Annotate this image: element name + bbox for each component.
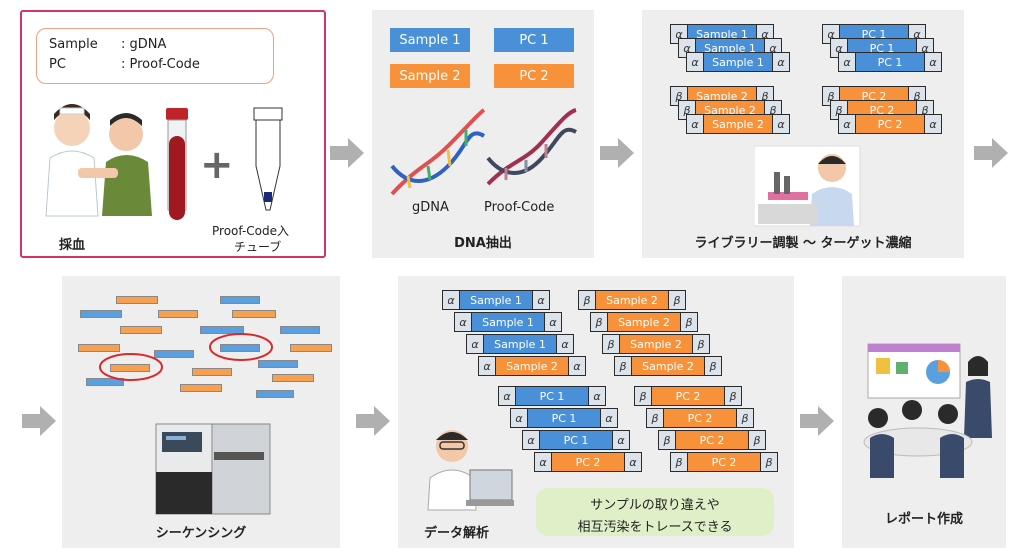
read-fragment [80, 310, 122, 318]
read-fragment [290, 344, 332, 352]
arrow-right-icon [974, 138, 1008, 168]
read-fragment [272, 374, 314, 382]
step-report-panel: レポート作成 [842, 276, 1006, 548]
trace-note-box: サンプルの取り違えや 相互汚染をトレースできる [536, 488, 774, 536]
tube-label-2: チューブ [234, 240, 282, 254]
read-fragment [158, 310, 198, 318]
sample-info-box: Sample : gDNA PC : Proof-Code [36, 28, 274, 84]
read-fragment [220, 296, 260, 304]
blood-draw-illustration [45, 104, 152, 217]
chip-sample-2: Sample 2 [390, 64, 470, 88]
read-fragment [200, 326, 244, 334]
read-fragment [192, 368, 232, 376]
pc-key: PC [49, 57, 66, 72]
step-sequencing-panel: シーケンシング [62, 276, 340, 548]
sequencer-machine-icon [155, 423, 271, 515]
read-fragment [154, 350, 194, 358]
collection-label: 採血 [58, 238, 85, 253]
read-fragment [110, 364, 150, 372]
read-fragment [116, 296, 158, 304]
analysis-label: データ解析 [424, 526, 490, 541]
extraction-label: DNA抽出 [454, 236, 512, 251]
plus-sign: + [200, 142, 234, 188]
read-fragment [220, 344, 260, 352]
sample-value: : gDNA [121, 37, 167, 52]
proof-code-tube-icon [253, 107, 283, 211]
arrow-right-icon [22, 406, 56, 436]
read-fragment [180, 384, 222, 392]
read-fragment [232, 310, 276, 318]
arrow-right-icon [600, 138, 634, 168]
read-fragment [78, 344, 120, 352]
blood-tube-icon [166, 108, 188, 220]
chip-pc-2: PC 2 [494, 64, 574, 88]
sequencing-label: シーケンシング [155, 526, 247, 541]
note-line-1: サンプルの取り違えや [590, 498, 720, 513]
gdna-helix-icon [390, 108, 486, 196]
proof-code-label: Proof-Code [484, 200, 555, 215]
library-label: ライブラリー調製 ～ ターゲット濃縮 [694, 236, 912, 251]
note-line-2: 相互汚染をトレースできる [577, 520, 733, 535]
proof-code-helix-icon [486, 108, 577, 186]
gdna-label: gDNA [412, 200, 449, 215]
pc-value: : Proof-Code [121, 57, 200, 72]
lab-worker-illustration [754, 145, 861, 227]
step-extraction-panel: Sample 1 PC 1 Sample 2 PC 2 gDNA Proof-C… [372, 10, 594, 258]
read-fragment [86, 378, 124, 386]
chip-sample-1: Sample 1 [390, 28, 470, 52]
read-fragment [256, 390, 294, 398]
highlight-circle-icon [99, 353, 163, 381]
step-collection-panel: Sample : gDNA PC : Proof-Code + 採血 Proof… [20, 10, 326, 258]
arrow-right-icon [800, 406, 834, 436]
tube-label-1: Proof-Code入 [212, 224, 289, 238]
read-fragment [258, 360, 298, 368]
arrow-right-icon [356, 406, 390, 436]
read-fragment [280, 326, 320, 334]
meeting-illustration [863, 343, 992, 478]
analyst-illustration [427, 430, 514, 511]
chip-pc-1: PC 1 [494, 28, 574, 52]
arrow-right-icon [330, 138, 364, 168]
highlight-circle-icon [209, 333, 273, 361]
read-fragment [120, 326, 162, 334]
report-label: レポート作成 [884, 512, 963, 527]
sample-key: Sample [49, 37, 98, 52]
